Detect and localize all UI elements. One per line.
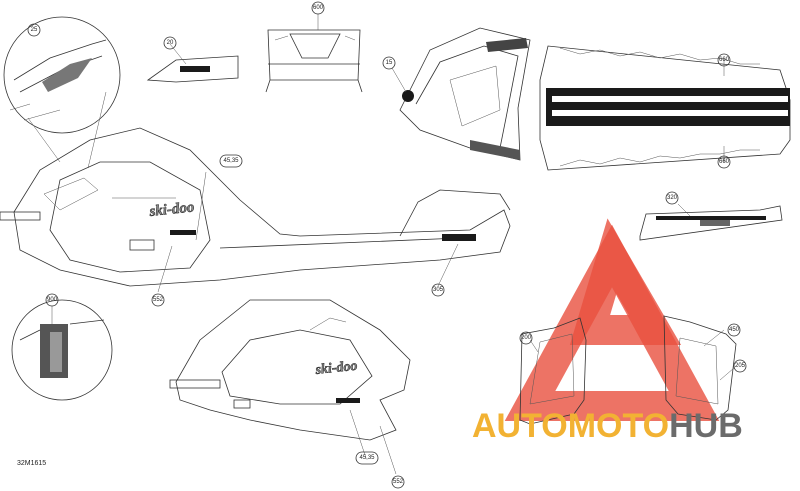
- callout-305: 305: [431, 283, 445, 297]
- tunnel-top-660: [539, 45, 791, 171]
- sled-side-view: [0, 127, 511, 293]
- decal-20-detail: [146, 43, 239, 83]
- decal-brand-main: ski-doo: [148, 199, 195, 220]
- decal-brand-side: ski-doo: [314, 359, 358, 378]
- callout-200: 200: [519, 331, 533, 345]
- svg-text:205: 205: [735, 363, 746, 369]
- sled-lower-view: [169, 299, 411, 475]
- callout-552-bottom: 552: [391, 475, 405, 489]
- svg-text:15: 15: [386, 60, 393, 66]
- watermark-hub: HUB: [669, 407, 743, 445]
- svg-text:660: 660: [719, 57, 730, 63]
- svg-text:305: 305: [433, 287, 444, 293]
- svg-text:200: 200: [521, 335, 532, 341]
- drawing-code: 32M1615: [17, 460, 47, 467]
- svg-text:660: 660: [719, 159, 730, 165]
- watermark-text: AUTOMOTOHUB: [472, 406, 743, 446]
- decal-305-badge: [442, 234, 476, 241]
- callout-600: 600: [311, 1, 325, 15]
- callout-450: 450: [727, 323, 741, 337]
- svg-text:45,35: 45,35: [359, 455, 375, 461]
- svg-text:900: 900: [47, 297, 58, 303]
- svg-text:450: 450: [729, 327, 740, 333]
- callout-660-top: 660: [717, 53, 731, 67]
- svg-text:20: 20: [167, 40, 174, 46]
- detail-magnifier-bottom: [11, 299, 113, 401]
- callout-15: 15: [382, 56, 396, 70]
- decal-25-shape: [42, 58, 92, 92]
- watermark-moto: MOTO: [567, 407, 670, 445]
- callout-320: 320: [665, 191, 679, 205]
- side-panel-right: [663, 315, 737, 421]
- callout-20: 20: [163, 36, 177, 50]
- svg-text:552: 552: [153, 297, 164, 303]
- strip-320: [639, 203, 783, 241]
- svg-text:320: 320: [667, 195, 678, 201]
- svg-text:25: 25: [31, 27, 38, 33]
- hood-15: [391, 27, 531, 161]
- svg-text:552: 552: [393, 479, 404, 485]
- side-panel-left: [519, 317, 587, 425]
- callout-900: 900: [45, 293, 59, 307]
- svg-text:600: 600: [313, 5, 324, 11]
- watermark-logo: [504, 218, 720, 421]
- callout-205: 205: [733, 359, 747, 373]
- panel-600: [265, 14, 363, 93]
- decal-552-lower-badge: [336, 398, 360, 403]
- decal-552-badge: [170, 230, 196, 235]
- callout-552-top: 552: [151, 293, 165, 307]
- detail-magnifier-top: [3, 16, 121, 169]
- watermark-auto: AUTO: [472, 407, 568, 445]
- callout-660-bottom: 660: [717, 155, 731, 169]
- decal-20-badge: [180, 66, 210, 72]
- svg-text:45,35: 45,35: [223, 158, 239, 164]
- callout-25: 25: [27, 23, 41, 37]
- callout-45-35-bottom: 45,35: [355, 451, 379, 465]
- callout-45-35-top: 45,35: [219, 154, 243, 168]
- callouts: 25 20 600 15 660 660 45,35 552: [27, 1, 747, 489]
